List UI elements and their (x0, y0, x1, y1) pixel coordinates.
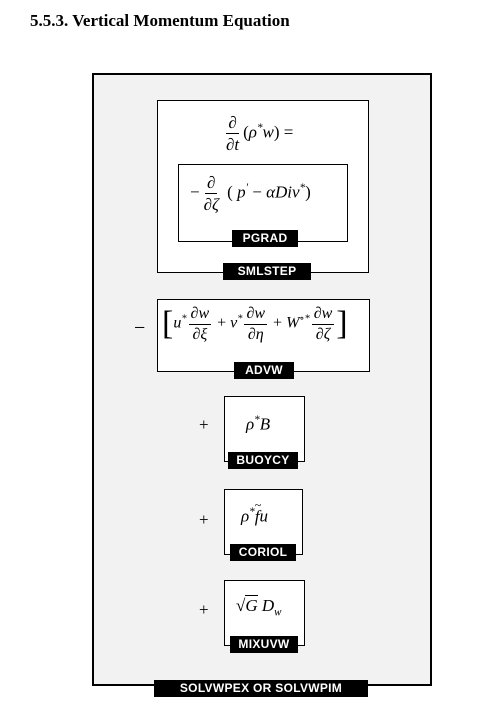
coriolis-plus-sign: + (199, 510, 209, 529)
advection-term: [u*∂w∂ξ + v*∂w∂η + W∘*∂w∂ζ] (162, 304, 348, 343)
buoycy-box (224, 396, 305, 462)
solver-label: SOLVWPEX OR SOLVWPIM (154, 680, 368, 697)
coriol-label: CORIOL (230, 544, 296, 561)
buoyancy-plus-sign: + (199, 415, 209, 434)
mixing-plus-sign: + (199, 600, 209, 619)
partial-t-fraction: ∂∂t (226, 113, 240, 154)
pgrad-minus-sign: − (190, 182, 200, 202)
mixuvw-label: MIXUVW (230, 636, 298, 653)
equals-sign: = (283, 122, 294, 142)
advw-label: ADVW (234, 362, 294, 379)
time-derivative-term: ∂∂t(ρ*w) = (226, 113, 294, 154)
mixing-term: √G Dw (236, 595, 282, 619)
partial-zeta-fraction: ∂∂ζ (203, 173, 219, 214)
advw-box (157, 299, 370, 372)
advection-minus-sign: − (134, 317, 146, 339)
buoyancy-term: ρ*B (246, 414, 271, 434)
coriolis-term: ρ*f~u (241, 497, 268, 526)
pressure-gradient-term: −∂∂ζ ( p′ − αDiv*) (190, 173, 311, 214)
buoycy-label: BUOYCY (228, 452, 298, 469)
section-heading: 5.5.3. Vertical Momentum Equation (30, 11, 290, 30)
pgrad-label: PGRAD (232, 230, 298, 247)
mixuvw-box (224, 580, 305, 646)
smlstep-label: SMLSTEP (223, 263, 311, 280)
